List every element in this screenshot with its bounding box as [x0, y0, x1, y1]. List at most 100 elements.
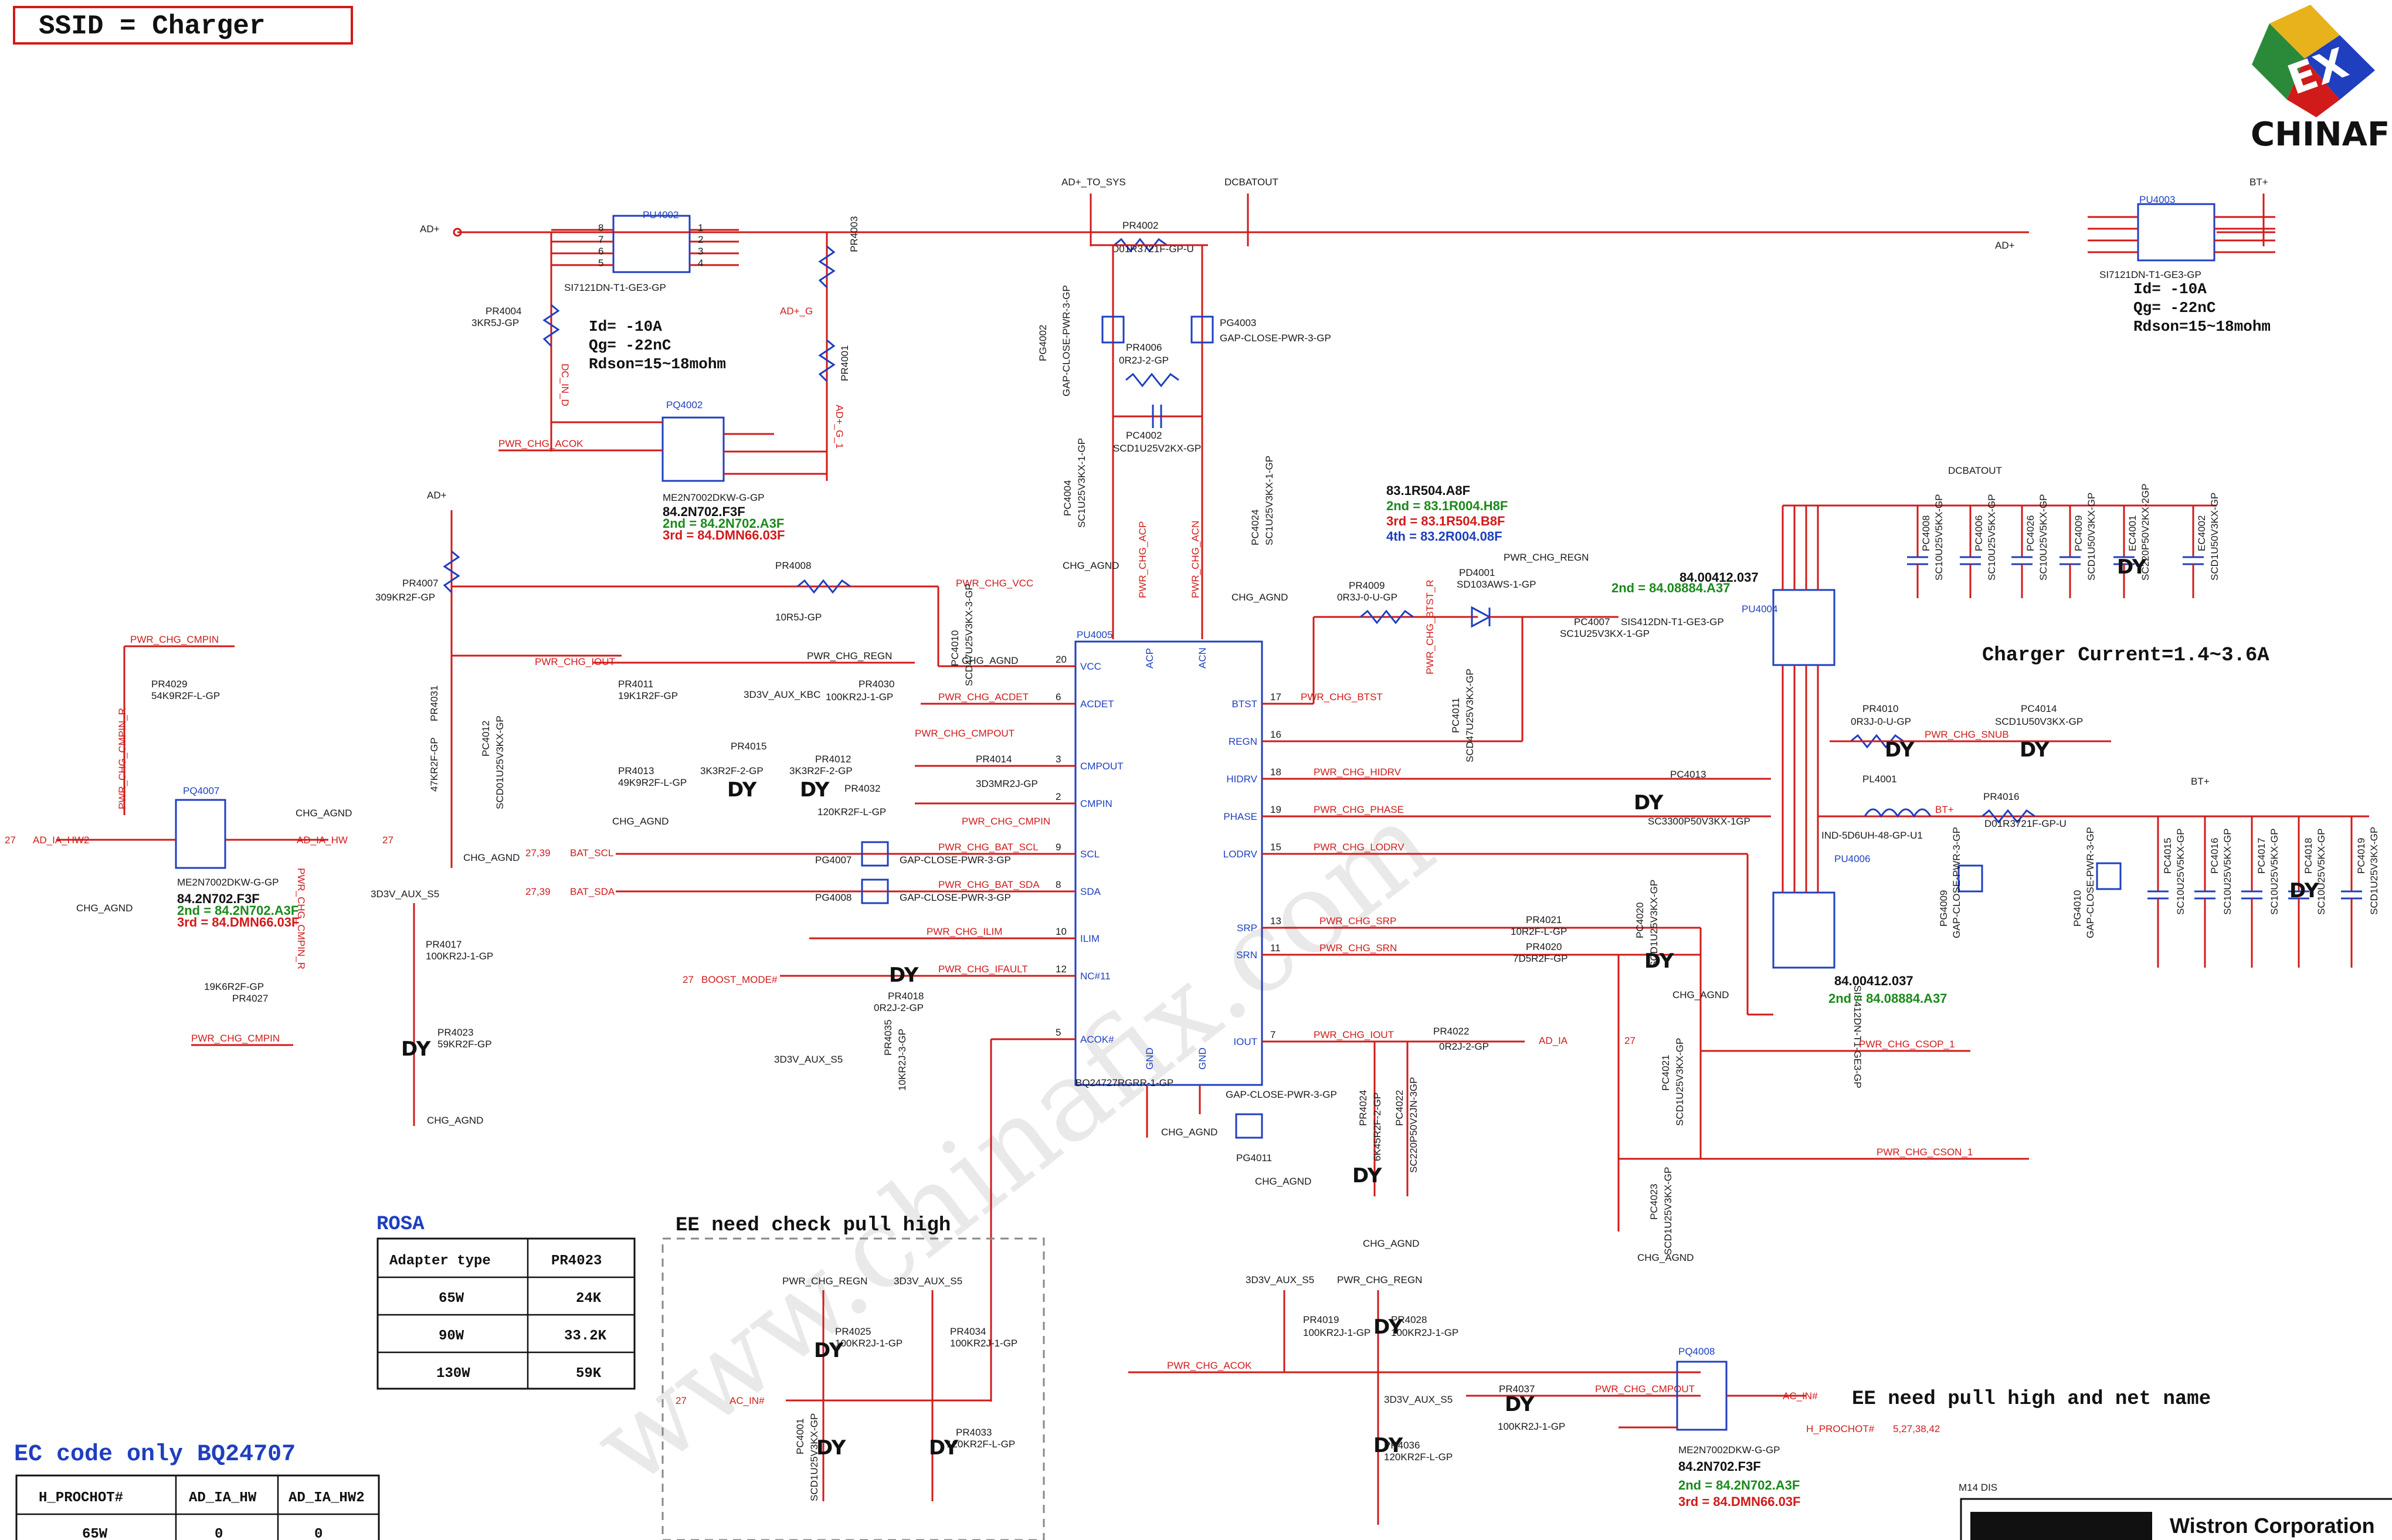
- pc4004-ref: PC4004: [1062, 480, 1073, 516]
- ic-pin-number: 3: [1056, 754, 1061, 765]
- ic-pin-number: 13: [1270, 915, 1281, 927]
- ic-pin-number: 8: [1056, 879, 1061, 890]
- pr4003-ref: PR4003: [849, 216, 860, 252]
- rail-bt-plus-top: BT+: [2250, 177, 2268, 188]
- pr4032-ref: PR4032: [844, 783, 880, 794]
- pc4007-ref: PC4007: [1574, 616, 1610, 627]
- dy-mark: DY: [1644, 949, 1674, 973]
- pg4002-gap: [1101, 316, 1125, 344]
- pc4012-ref: PC4012: [480, 721, 491, 757]
- pl4001-part: IND-5D6UH-48-GP-U1: [1821, 830, 1923, 841]
- pr4006-part: 0R2J-2-GP: [1119, 355, 1169, 366]
- pr4021-ref: PR4021: [1526, 914, 1562, 925]
- net-ilim: PWR_CHG_ILIM: [927, 926, 1002, 937]
- pg4002-ref: PG4002: [1037, 325, 1049, 361]
- ic-pin-name-regn: REGN: [1229, 736, 1257, 747]
- ec-header-2: AD_IA_HW2: [289, 1490, 365, 1506]
- page-ref-prochot: 5,27,38,42: [1893, 1423, 1940, 1434]
- rail-chg-agnd-ic: CHG_AGND: [1161, 1127, 1217, 1138]
- net-cmpout-bottom: PWR_CHG_CMPOUT: [1595, 1383, 1695, 1395]
- title-block: [1960, 1498, 2392, 1540]
- pr4025-ref: PR4025: [835, 1326, 871, 1337]
- ic-part: BQ24727RGRR-1-GP: [1075, 1077, 1173, 1088]
- pq4002-alt1: 84.2N702.F3F: [663, 504, 745, 519]
- net-ad-g-1: AD+_G_1: [834, 405, 845, 449]
- pu4006-part: SIS412DN-T1-GE3-GP: [1852, 985, 1863, 1088]
- rail-chg-agnd-9: CHG_AGND: [612, 816, 669, 827]
- pr4029-part: 54K9R2F-L-GP: [151, 690, 220, 701]
- pq4002-alt3: 3rd = 84.DMN66.03F: [663, 528, 785, 542]
- rail-chg-agnd-2: CHG_AGND: [1231, 592, 1288, 603]
- pg4007-part: GAP-CLOSE-PWR-3-GP: [900, 854, 1011, 866]
- ic-pin-number: 5: [1056, 1027, 1061, 1038]
- pq4002-mosfet: [661, 416, 725, 482]
- pr4023-ref: PR4023: [437, 1027, 473, 1038]
- pu4003-mosfet: [2137, 203, 2215, 262]
- pq4002-part: ME2N7002DKW-G-GP: [663, 492, 765, 503]
- pr4024-ref: PR4024: [1358, 1090, 1369, 1126]
- dy-mark: DY: [814, 1339, 844, 1362]
- rail-chg-agnd-3: CHG_AGND: [1672, 989, 1729, 1000]
- net-bat-scl-name: BAT_SCL: [570, 847, 613, 859]
- dy-mark: DY: [1885, 738, 1915, 762]
- pr4010-part: 0R3J-0-U-GP: [1851, 716, 1911, 727]
- net-acp: PWR_CHG_ACP: [1137, 521, 1148, 598]
- ic-pin-number: 15: [1270, 842, 1281, 853]
- spec-rdson-left: Rdson=15~18mohm: [589, 355, 726, 373]
- pc4008-part: SC10U25V5KX-GP: [1933, 494, 1945, 581]
- net-bat-scl: PWR_CHG_BAT_SCL: [938, 842, 1039, 853]
- mos-bot-alt1: 84.00412.037: [1834, 973, 1913, 988]
- pl4001-ref: PL4001: [1862, 774, 1897, 785]
- net-prochot: H_PROCHOT#: [1806, 1423, 1875, 1434]
- net-ad-g: AD+_G: [780, 306, 813, 317]
- pr4015-ref: PR4015: [731, 741, 766, 752]
- rail-chg-agnd-12: CHG_AGND: [427, 1115, 483, 1126]
- rail-aux-s5-4: 3D3V_AUX_S5: [1246, 1274, 1314, 1285]
- rosa-cell-0-0: 65W: [439, 1291, 464, 1307]
- dy-mark: DY: [929, 1436, 959, 1460]
- ic-pin-name-iout: IOUT: [1233, 1036, 1257, 1047]
- dy-mark: DY: [2289, 879, 2319, 903]
- svg-text:4: 4: [698, 257, 703, 269]
- net-boost: BOOST_MODE#: [701, 974, 778, 985]
- pg4009-part: GAP-CLOSE-PWR-3-GP: [1951, 827, 1962, 938]
- mos-top-alt2: 2nd = 84.08884.A37: [1611, 581, 1730, 595]
- ic-pin-number: 18: [1270, 766, 1281, 778]
- pq4007-part: ME2N7002DKW-G-GP: [177, 877, 279, 888]
- ic-pin-number: 9: [1056, 842, 1061, 853]
- pq4008-alt2: 2nd = 84.2N702.A3F: [1678, 1478, 1800, 1492]
- rail-aux-s5-1: 3D3V_AUX_S5: [371, 888, 439, 900]
- rail-ad-plus-mid: AD+: [427, 490, 447, 501]
- pc4015-part: SC10U25V5KX-GP: [2175, 829, 2186, 915]
- pr4028-part: 100KR2J-1-GP: [1391, 1327, 1458, 1338]
- net-ad-ia-hw2: AD_IA_HW2: [33, 835, 89, 846]
- pr4014-part: 3D3MR2J-GP: [976, 778, 1038, 789]
- rail-chg-agnd-11: CHG_AGND: [76, 903, 133, 914]
- pc4013-part: SC3300P50V3KX-1GP: [1648, 816, 1750, 827]
- pc4016-part: SC10U25V5KX-GP: [2222, 829, 2233, 915]
- pg4002-part: GAP-CLOSE-PWR-3-GP: [1061, 285, 1072, 396]
- net-bat-sda-name: BAT_SDA: [570, 886, 615, 897]
- pc4019-ref: PC4019: [2356, 838, 2367, 874]
- pr4010-ref: PR4010: [1862, 703, 1898, 714]
- pr4036-ref: PR4036: [1384, 1440, 1420, 1451]
- ec-cell-0-0: 65W: [82, 1527, 108, 1540]
- pc4020-ref: PC4020: [1634, 903, 1645, 938]
- svg-text:2: 2: [698, 234, 703, 245]
- pc4022-part: SC220P50V2JN-3GP: [1408, 1077, 1419, 1173]
- ic-pin-name-lodrv: LODRV: [1223, 849, 1258, 860]
- net-regn-left: PWR_CHG_REGN: [807, 650, 892, 662]
- pr4023-part: 59KR2F-GP: [437, 1039, 492, 1050]
- logo-text: CHINAFI: [2251, 116, 2392, 154]
- pc4007-part: SC1U25V3KX-1-GP: [1560, 628, 1650, 639]
- pq4008-alt1: 84.2N702.F3F: [1678, 1459, 1761, 1474]
- ec-cell-0-1: 0: [215, 1527, 223, 1540]
- pu4003-part: SI7121DN-T1-GE3-GP: [2099, 269, 2201, 280]
- ee-pull-note: EE need pull high and net name: [1852, 1388, 2211, 1410]
- pg4007-gap: [861, 841, 889, 867]
- ic-pin-number: 19: [1270, 804, 1281, 815]
- pc4012-part: SCD01U25V3KX-GP: [494, 715, 505, 809]
- net-cmpin-bottom: PWR_CHG_CMPIN: [191, 1033, 280, 1044]
- pq4007-alt2: 2nd = 84.2N702.A3F: [177, 903, 298, 918]
